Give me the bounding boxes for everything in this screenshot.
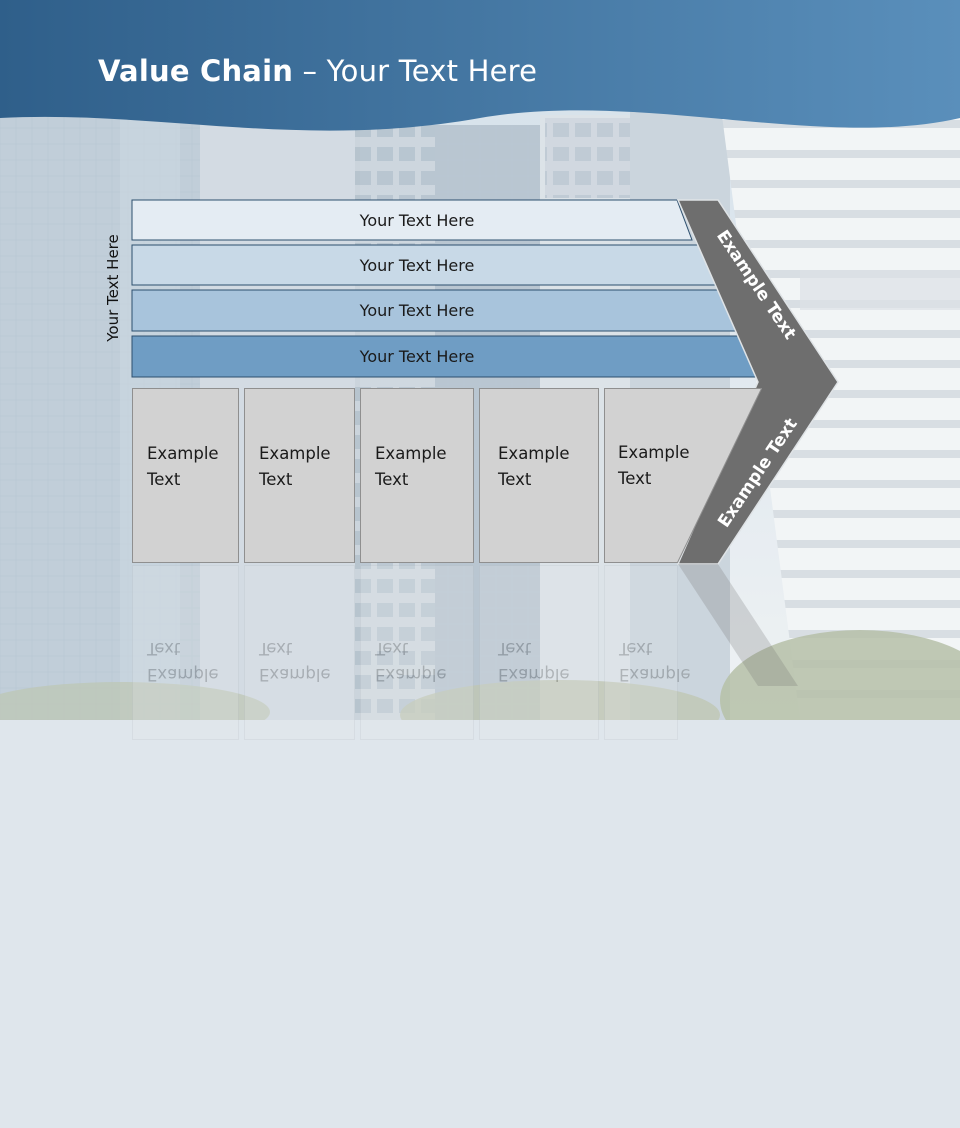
slide-title-rest: – Your Text Here <box>293 54 538 88</box>
support-row-1[interactable]: Your Text Here <box>131 199 693 241</box>
primary-box-2-line1: Example <box>259 444 331 463</box>
primary-box-5[interactable]: Example Text <box>604 388 690 563</box>
primary-box-1-line1: Example <box>147 444 219 463</box>
slide-title: Value Chain – Your Text Here <box>98 54 537 88</box>
primary-box-2-text: Example Text <box>259 441 331 493</box>
primary-box-2[interactable]: Example Text <box>244 388 355 563</box>
primary-box-1[interactable]: Example Text <box>132 388 239 563</box>
primary-box-4-text: Example Text <box>498 441 570 493</box>
primary-box-1-line2: Text <box>147 470 181 489</box>
primary-box-5-text: Example Text <box>618 440 690 492</box>
support-row-2-label: Your Text Here <box>359 255 475 275</box>
primary-box-3-line1: Example <box>375 444 447 463</box>
support-row-4-label: Your Text Here <box>359 346 475 366</box>
primary-box-5-line1: Example <box>618 443 690 462</box>
primary-box-5-shape <box>604 388 762 563</box>
support-row-3-label: Your Text Here <box>359 300 475 320</box>
primary-box-4[interactable]: Example Text <box>479 388 599 563</box>
support-row-1-label: Your Text Here <box>359 210 475 230</box>
support-row-2[interactable]: Your Text Here <box>131 244 717 286</box>
primary-box-5-line2: Text <box>618 469 652 488</box>
slide-title-bold: Value Chain <box>98 54 294 88</box>
primary-box-4-line2: Text <box>498 470 532 489</box>
support-row-4[interactable]: Your Text Here <box>131 335 764 378</box>
primary-box-3-text: Example Text <box>375 441 447 493</box>
primary-box-4-line1: Example <box>498 444 570 463</box>
primary-box-2-line2: Text <box>259 470 293 489</box>
value-chain-chevron[interactable] <box>0 0 960 720</box>
support-row-1-shape <box>131 199 693 241</box>
primary-box-3[interactable]: Example Text <box>360 388 474 563</box>
primary-box-1-text: Example Text <box>147 441 219 493</box>
primary-box-3-line2: Text <box>375 470 409 489</box>
